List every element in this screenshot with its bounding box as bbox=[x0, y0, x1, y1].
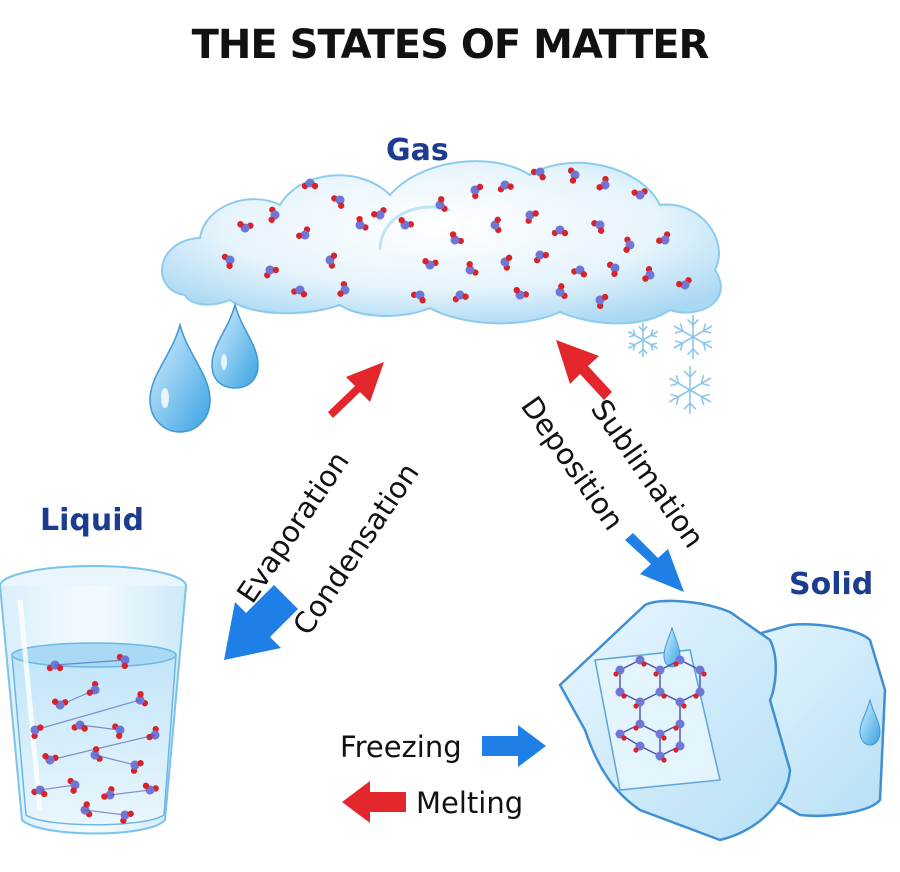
molecule-icon bbox=[331, 195, 345, 209]
molecule-icon bbox=[31, 785, 48, 798]
molecule-icon bbox=[470, 183, 484, 200]
cloud-icon bbox=[161, 160, 722, 325]
liquid-molecules bbox=[30, 653, 160, 824]
molecule-icon bbox=[42, 753, 59, 765]
molecule-icon bbox=[435, 196, 448, 212]
molecule-icon bbox=[525, 210, 539, 224]
molecule-icon bbox=[595, 293, 609, 310]
molecule-icon bbox=[291, 285, 308, 298]
melting-arrow bbox=[342, 781, 406, 823]
freezing-arrow bbox=[482, 725, 546, 767]
molecule-icon bbox=[221, 253, 235, 270]
condensation-arrow bbox=[224, 585, 298, 660]
molecule-icon bbox=[142, 782, 159, 795]
melting-label: Melting bbox=[416, 786, 524, 820]
molecule-icon bbox=[237, 221, 254, 233]
molecule-icon bbox=[264, 265, 280, 279]
molecule-icon bbox=[355, 215, 369, 231]
molecule-icon bbox=[67, 777, 80, 794]
molecule-icon bbox=[296, 226, 311, 240]
molecule-icon bbox=[591, 220, 605, 234]
molecule-icon bbox=[465, 260, 479, 276]
water-drop-icon bbox=[149, 302, 259, 433]
molecule-icon bbox=[606, 261, 620, 278]
molecule-icon bbox=[490, 216, 502, 234]
molecule-icon bbox=[676, 277, 692, 290]
molecule-icon bbox=[596, 175, 610, 191]
molecule-icon bbox=[449, 231, 464, 245]
molecule-icon bbox=[398, 217, 414, 230]
sublimation-arrow bbox=[556, 340, 612, 400]
molecule-icon bbox=[623, 236, 635, 253]
molecule-icon bbox=[452, 290, 469, 303]
molecule-icon bbox=[642, 266, 655, 282]
molecule-icon bbox=[301, 178, 319, 190]
molecule-icon bbox=[656, 231, 671, 245]
molecule-icon bbox=[112, 723, 125, 739]
glass-icon bbox=[0, 565, 187, 835]
molecule-icon bbox=[268, 206, 280, 223]
molecule-icon bbox=[130, 759, 144, 774]
molecule-icon bbox=[410, 290, 426, 304]
molecule-icon bbox=[337, 281, 350, 297]
snowflake-icon bbox=[627, 315, 713, 414]
molecule-icon bbox=[120, 810, 134, 824]
molecule-icon bbox=[567, 167, 580, 184]
evaporation-arrow bbox=[328, 362, 384, 418]
ice-cube-icon bbox=[558, 599, 887, 842]
liquid-label: Liquid bbox=[40, 503, 144, 538]
molecule-icon bbox=[555, 283, 568, 300]
molecule-icon bbox=[500, 254, 513, 271]
solid-lattice bbox=[613, 655, 707, 763]
molecule-icon bbox=[371, 207, 387, 220]
gas-molecules bbox=[221, 167, 692, 310]
deposition-arrow bbox=[625, 533, 684, 592]
molecule-icon bbox=[30, 724, 44, 740]
molecule-icon bbox=[513, 286, 529, 300]
molecule-icon bbox=[530, 167, 546, 181]
molecule-icon bbox=[422, 258, 439, 270]
solid-label: Solid bbox=[789, 567, 874, 602]
gas-label: Gas bbox=[386, 133, 449, 168]
molecule-icon bbox=[533, 250, 550, 264]
molecule-icon bbox=[631, 188, 648, 200]
molecule-icon bbox=[325, 252, 338, 269]
page-title: THE STATES OF MATTER bbox=[191, 22, 710, 68]
molecule-icon bbox=[497, 180, 514, 193]
molecule-icon bbox=[571, 265, 588, 278]
freezing-label: Freezing bbox=[340, 730, 462, 764]
molecule-icon bbox=[116, 653, 130, 670]
molecule-icon bbox=[51, 698, 69, 710]
molecule-icon bbox=[551, 225, 569, 237]
